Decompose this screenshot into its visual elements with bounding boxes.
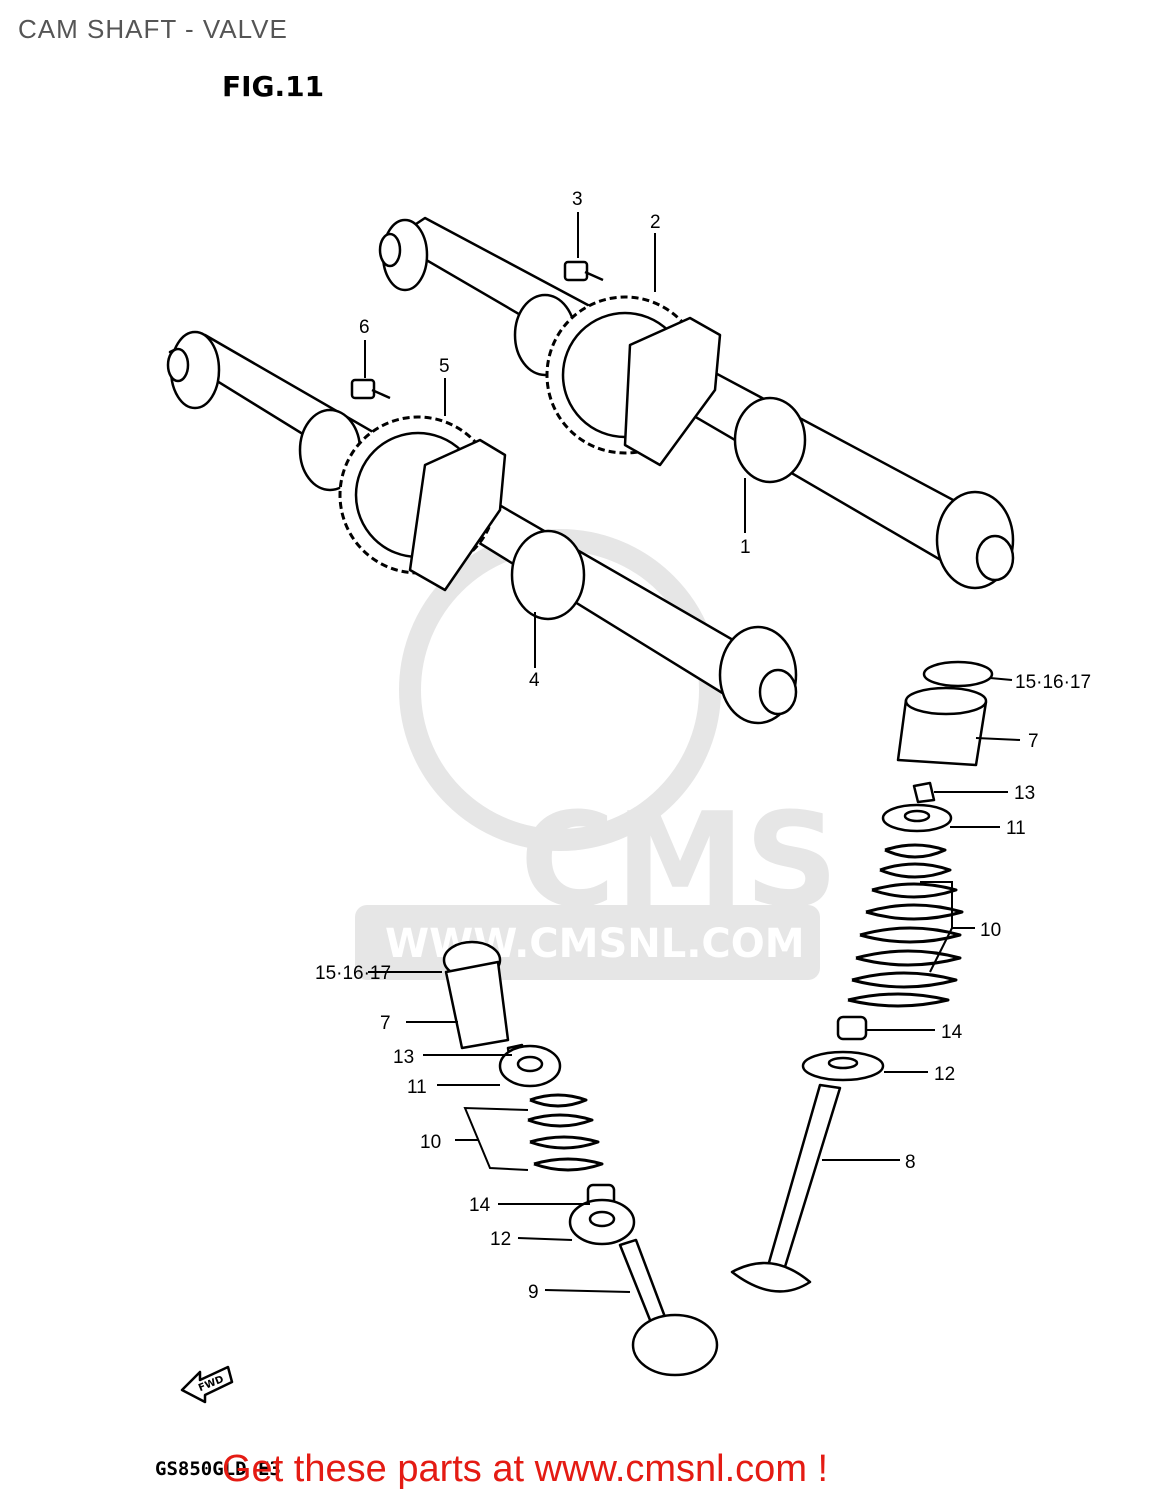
valve-lifter-right xyxy=(896,686,988,767)
valve-lifter-left xyxy=(444,960,510,1050)
callout-shim-right: 15·16·17 xyxy=(1015,672,1091,693)
valve-spring-left xyxy=(527,1093,604,1172)
callout-seal-right: 14 xyxy=(941,1022,963,1043)
callout-6: 6 xyxy=(359,317,370,338)
callout-lifter-right: 7 xyxy=(1028,731,1039,752)
callout-3: 3 xyxy=(572,189,583,210)
shim-right xyxy=(922,660,994,688)
callout-spring-right: 10 xyxy=(980,920,1001,941)
model-code: GS850GLD E3 xyxy=(155,1458,281,1480)
fwd-arrow-marker: FWD xyxy=(180,1365,234,1404)
callout-valve-8: 8 xyxy=(905,1152,916,1173)
valve-seal-right xyxy=(836,1015,868,1041)
callout-retainer-left: 11 xyxy=(407,1077,427,1098)
cam-sprocket-upper xyxy=(545,295,722,467)
spring-retainer-left xyxy=(498,1044,562,1088)
callout-1: 1 xyxy=(740,537,751,558)
leader-lines xyxy=(364,212,1021,1293)
callout-cotter-right: 13 xyxy=(1014,783,1035,804)
order-parts-link[interactable]: Get these parts at www.cmsnl.com ! xyxy=(222,1448,829,1490)
exhaust-valve xyxy=(730,1083,842,1293)
spring-retainer-right xyxy=(881,803,953,833)
page-title: CAM SHAFT - VALVE xyxy=(18,14,288,44)
callout-labels: 1 2 3 4 5 6 15·16·17 7 13 11 10 14 12 8 … xyxy=(315,189,1091,1303)
spring-seat-left xyxy=(568,1198,636,1246)
callout-seat-right: 12 xyxy=(934,1064,955,1085)
callout-2: 2 xyxy=(650,212,661,233)
callout-cotter-left: 13 xyxy=(393,1047,414,1068)
spring-seat-right xyxy=(801,1050,885,1082)
callout-seat-left: 12 xyxy=(490,1229,511,1250)
callout-4: 4 xyxy=(529,670,540,691)
intake-valve xyxy=(618,1238,719,1377)
callout-spring-left: 10 xyxy=(420,1132,441,1153)
callout-shim-left: 15·16·17 xyxy=(315,963,391,984)
valve-cotter-right xyxy=(912,781,936,804)
sprocket-bolt-lower xyxy=(350,378,391,400)
valve-spring-right xyxy=(847,843,964,1008)
figure-label: FIG.11 xyxy=(222,70,325,103)
callout-retainer-right: 11 xyxy=(1006,818,1026,839)
cam-sprocket-lower xyxy=(338,415,507,592)
callout-seal-left: 14 xyxy=(469,1195,491,1216)
sprocket-bolt-upper xyxy=(563,260,604,282)
callout-5: 5 xyxy=(439,356,450,377)
callout-lifter-left: 7 xyxy=(380,1013,391,1034)
callout-valve-9: 9 xyxy=(528,1282,539,1303)
